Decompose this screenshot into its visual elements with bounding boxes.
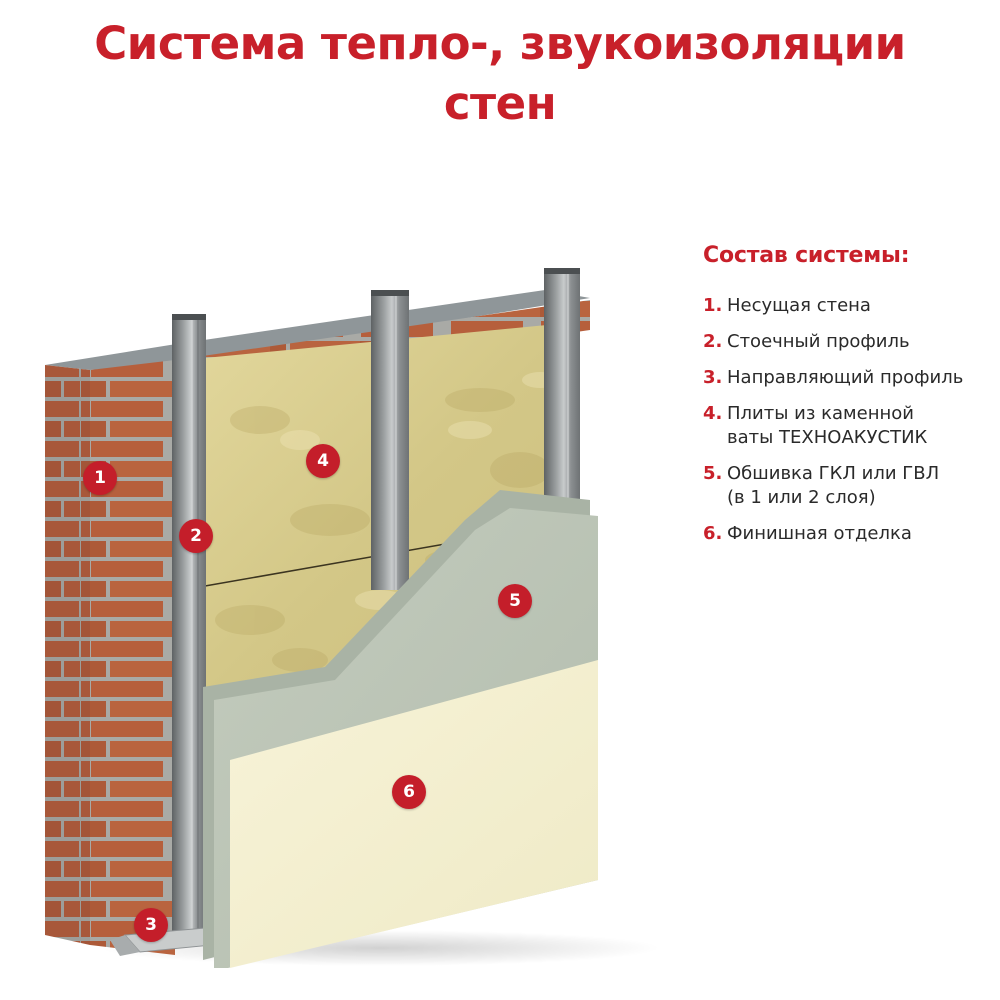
- legend-text: Плиты из каменной: [727, 403, 914, 424]
- marker-6: 6: [392, 775, 426, 809]
- legend-heading: Состав системы:: [703, 243, 910, 268]
- title-line-1: Система тепло-, звукоизоляции: [94, 17, 906, 70]
- legend-item-3: 3. Направляющий профиль: [703, 366, 1000, 390]
- legend-number: 4.: [703, 403, 723, 424]
- marker-2: 2: [179, 519, 213, 553]
- legend-text: ваты ТЕХНОАКУСТИК: [727, 427, 928, 448]
- legend-number: 5.: [703, 463, 723, 484]
- legend-number: 6.: [703, 523, 723, 544]
- legend-number: 2.: [703, 331, 723, 352]
- marker-4: 4: [306, 444, 340, 478]
- legend-text: Обшивка ГКЛ или ГВЛ: [727, 463, 940, 484]
- finish-coat: [230, 660, 598, 968]
- legend-number: 3.: [703, 367, 723, 388]
- legend-text: Направляющий профиль: [727, 367, 964, 388]
- legend-item-5: 5. Обшивка ГКЛ или ГВЛ (в 1 или 2 слоя): [703, 462, 1000, 510]
- legend-number: 1.: [703, 295, 723, 316]
- legend-text: Несущая стена: [727, 295, 871, 316]
- page-title: Система тепло-, звукоизоляции стен: [0, 14, 1000, 134]
- legend-text: Финишная отделка: [727, 523, 912, 544]
- legend-item-2: 2. Стоечный профиль: [703, 330, 1000, 354]
- marker-1: 1: [83, 461, 117, 495]
- legend-item-1: 1. Несущая стена: [703, 294, 1000, 318]
- legend-item-6: 6. Финишная отделка: [703, 522, 1000, 546]
- marker-5: 5: [498, 584, 532, 618]
- marker-3: 3: [134, 908, 168, 942]
- legend-item-4: 4. Плиты из каменной ваты ТЕХНОАКУСТИК: [703, 402, 1000, 450]
- system-composition-legend: Состав системы: 1. Несущая стена 2. Стое…: [703, 243, 1000, 558]
- legend-text: Стоечный профиль: [727, 331, 910, 352]
- title-line-2: стен: [443, 77, 557, 130]
- legend-text: (в 1 или 2 слоя): [727, 487, 876, 508]
- stud-profile: [172, 268, 580, 939]
